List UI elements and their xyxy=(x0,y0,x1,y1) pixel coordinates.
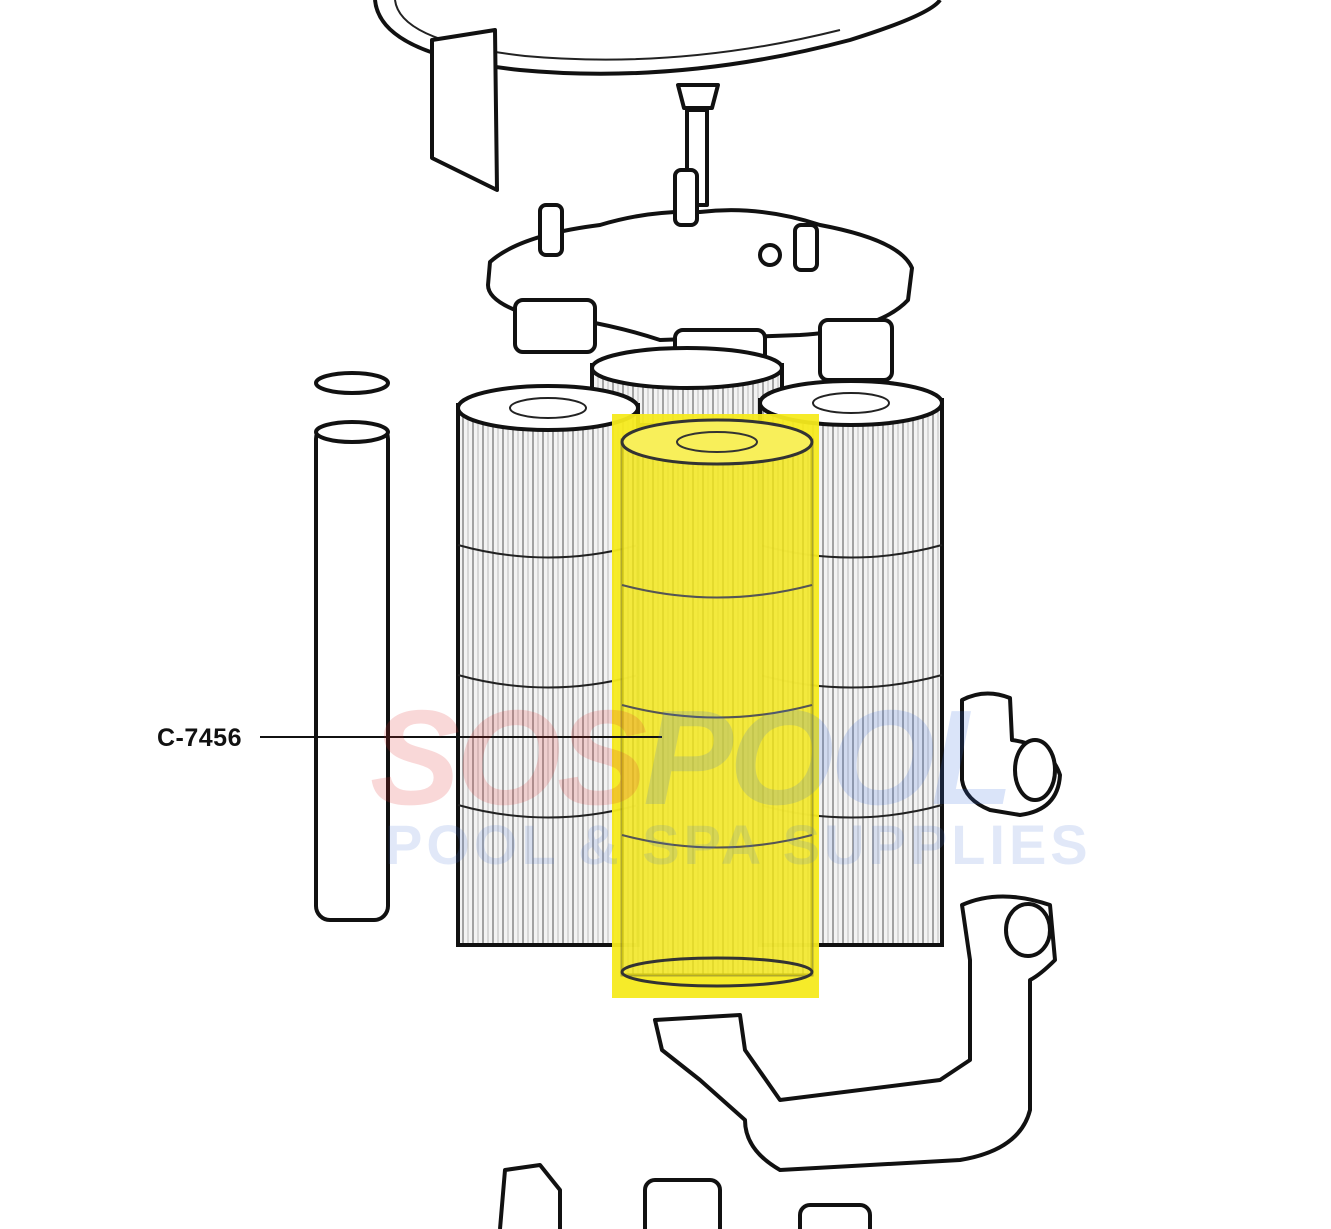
filter-cartridge-left xyxy=(456,384,640,947)
watermark-logo: SOSPOOL xyxy=(370,680,1014,835)
watermark-brand-right: POOL xyxy=(643,682,1014,833)
elbow-fitting-upper xyxy=(960,691,1062,817)
o-ring xyxy=(314,371,390,395)
elbow-pipe-lower xyxy=(653,894,1057,1172)
watermark-brand-left: SOS xyxy=(370,682,647,833)
standpipe xyxy=(314,420,390,922)
part-number-callout: C-7456 xyxy=(157,724,242,752)
filter-cartridge-c7456-highlighted xyxy=(612,414,819,998)
bottom-valve-assembly xyxy=(498,1163,872,1229)
tank-lid xyxy=(373,0,942,192)
warning-tag xyxy=(430,28,499,192)
watermark-tagline: POOL & SPA SUPPLIES xyxy=(385,813,1092,876)
